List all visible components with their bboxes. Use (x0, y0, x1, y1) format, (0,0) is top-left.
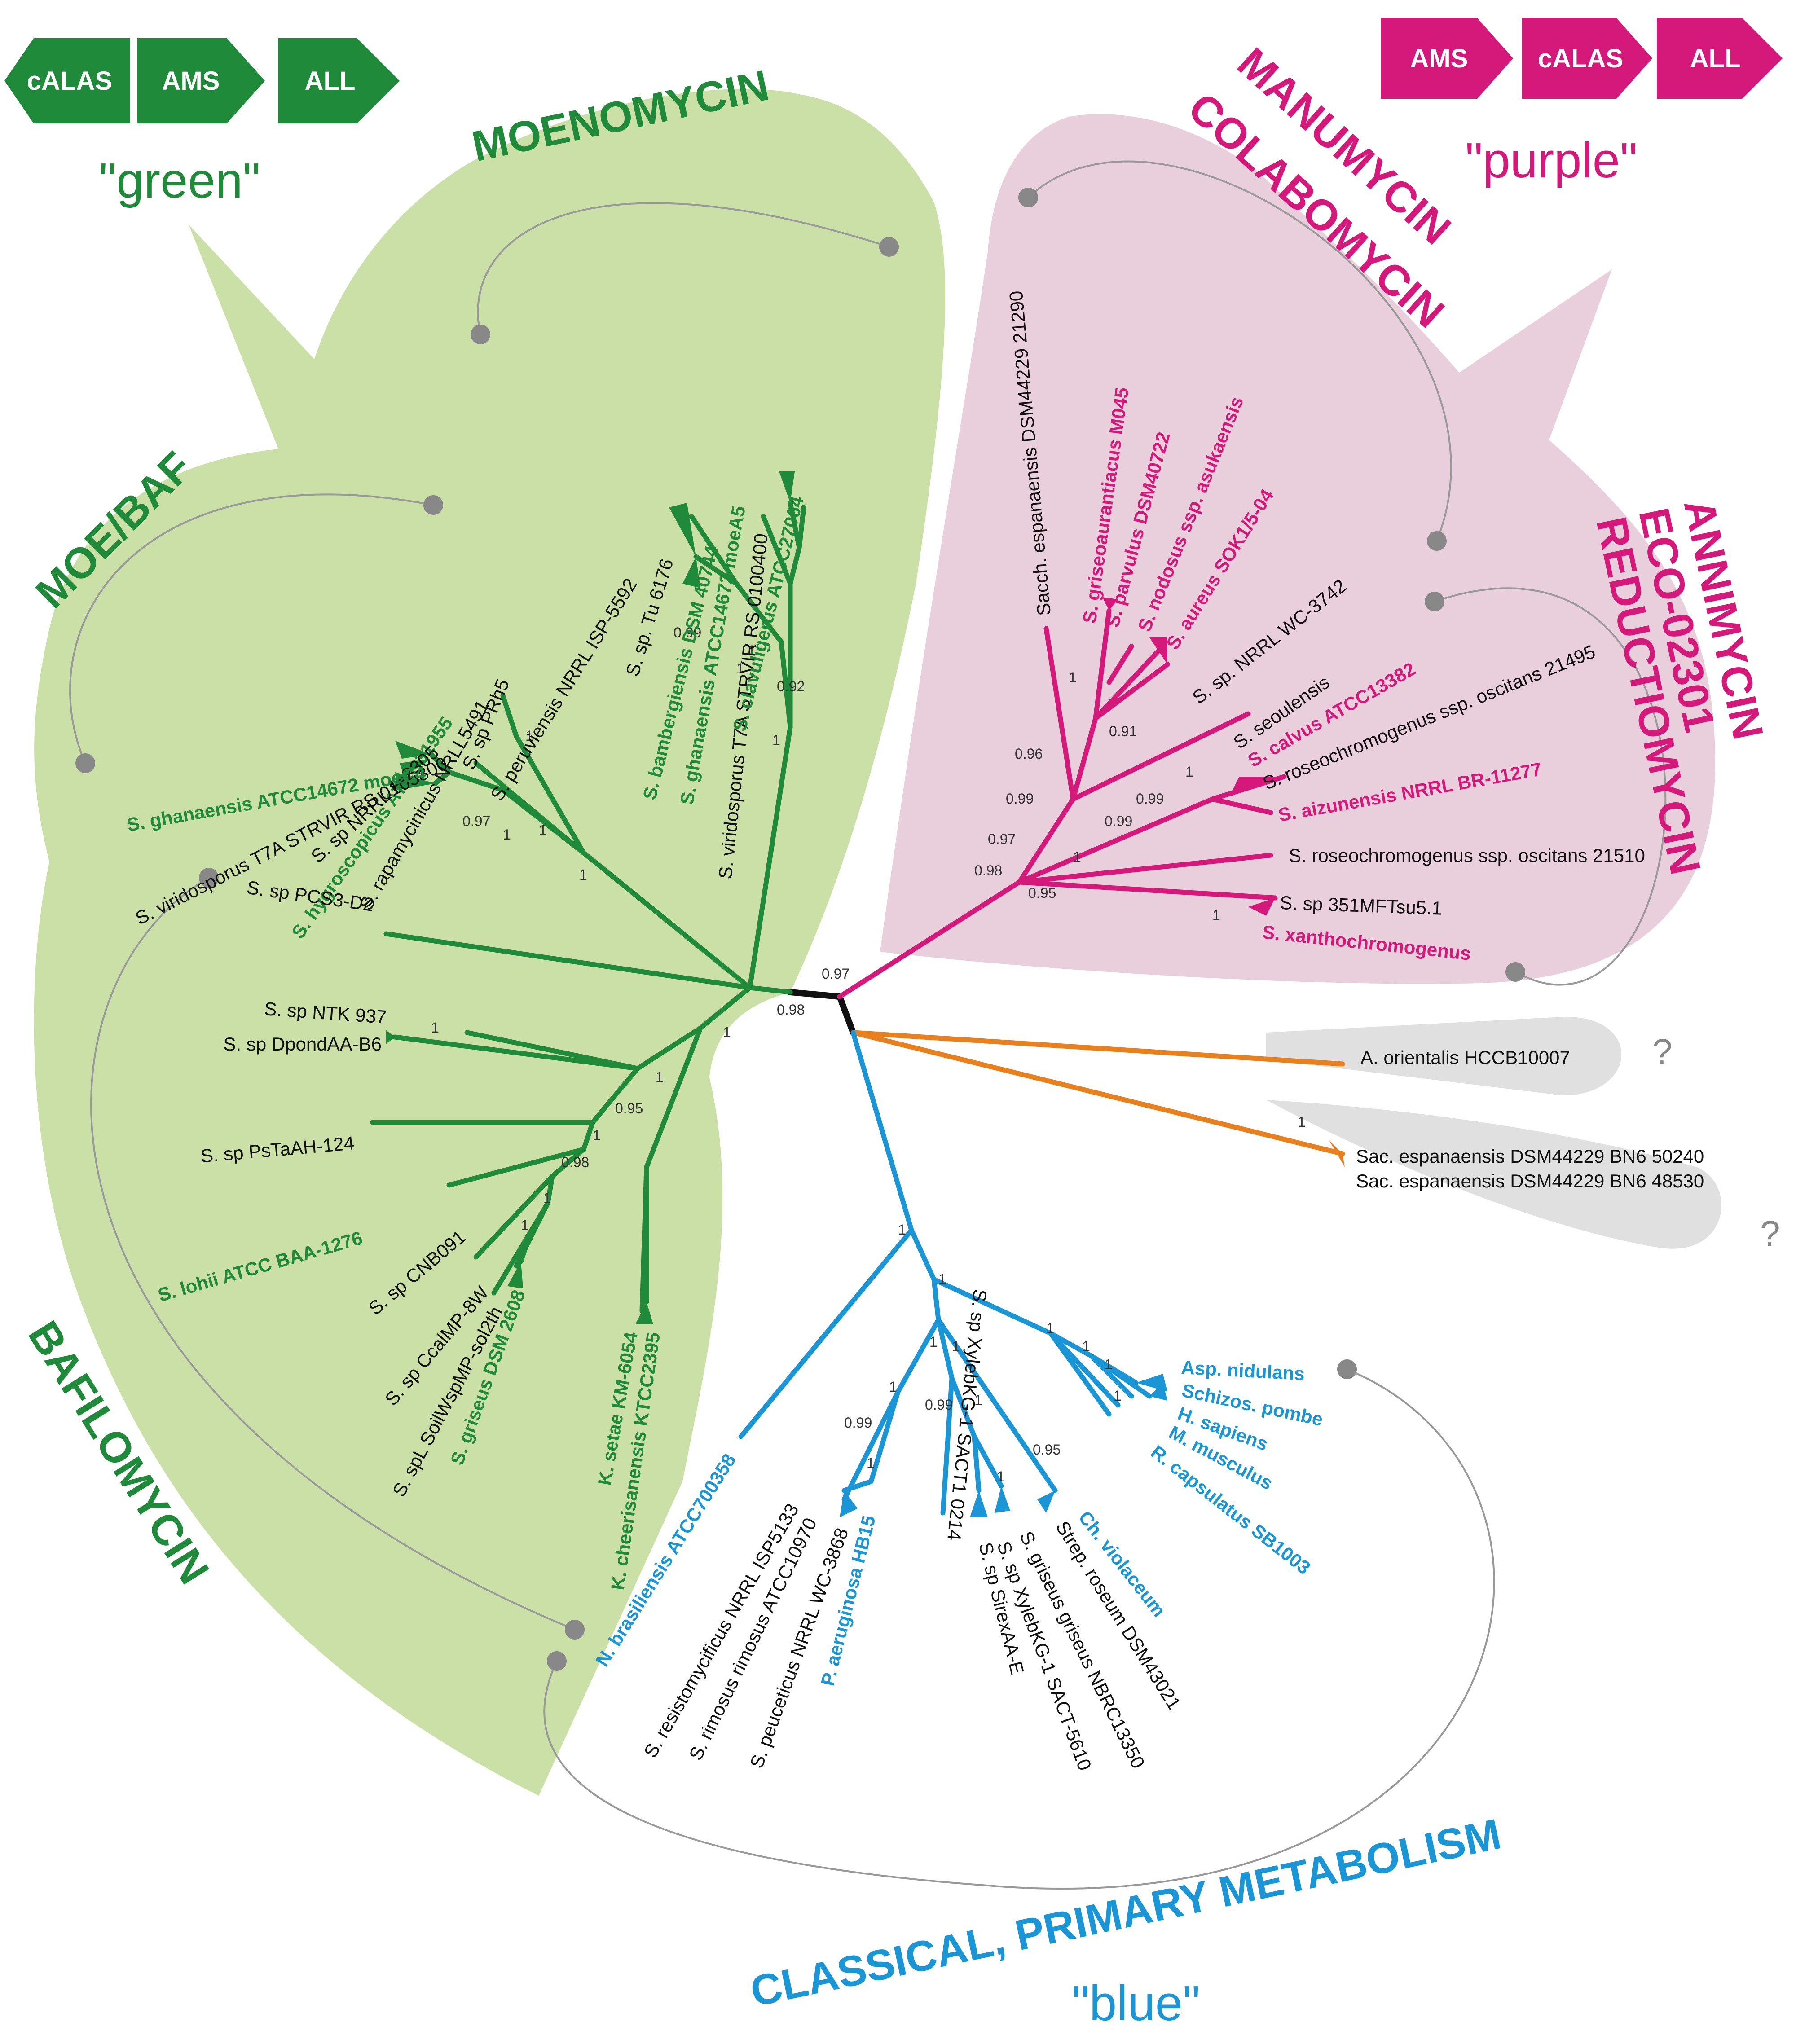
green-arrow-calas (4, 38, 130, 123)
svg-text:1: 1 (1073, 849, 1081, 865)
green-arrow-ams (137, 38, 265, 123)
svg-text:1: 1 (736, 660, 744, 677)
svg-text:1: 1 (974, 1392, 982, 1408)
purple-wedges (1102, 597, 1284, 916)
svg-text:0.97: 0.97 (988, 831, 1016, 847)
blue-wedges (840, 1374, 1167, 1517)
green-arrow-all-label: ALL (305, 66, 356, 96)
taxon-label: Sac. espanaensis DSM44229 BN6 50240 (1356, 1146, 1704, 1167)
purple-legend-name: "purple" (1465, 133, 1638, 188)
taxon-label: Asp. nidulans (1181, 1357, 1305, 1384)
taxon-label: A. orientalis HCCB10007 (1360, 1047, 1570, 1068)
svg-text:1: 1 (1069, 669, 1077, 686)
green-arrow-all (278, 38, 400, 123)
svg-text:1: 1 (656, 1069, 664, 1085)
svg-text:1: 1 (997, 1468, 1005, 1485)
purple-arrow-ams-label: AMS (1410, 44, 1468, 73)
svg-text:1: 1 (1046, 1320, 1054, 1336)
svg-text:0.99: 0.99 (674, 624, 701, 641)
green-clade-region (34, 89, 946, 1796)
svg-text:0.99: 0.99 (1136, 791, 1164, 807)
taxon-label: S. sp DpondAA-B6 (223, 1033, 382, 1055)
purple-arrow-calas (1522, 18, 1652, 99)
svg-text:1: 1 (1298, 1114, 1306, 1130)
taxon-label: Sac. espanaensis DSM44229 BN6 48530 (1356, 1170, 1704, 1191)
clade-dots (75, 188, 1525, 1671)
blue-legend-name: "blue" (1072, 1976, 1200, 2031)
green-legend-name: "green" (99, 153, 260, 208)
purple-branches (837, 608, 1287, 999)
green-branches (370, 500, 806, 1314)
svg-text:1: 1 (1105, 1356, 1113, 1372)
svg-text:1: 1 (1082, 1338, 1090, 1354)
purple-arrow-all (1657, 18, 1783, 99)
svg-text:0.95: 0.95 (615, 1100, 643, 1117)
green-wedges (386, 471, 795, 1324)
svg-text:0.99: 0.99 (1105, 813, 1132, 829)
green-arrow-ams-label: AMS (162, 66, 220, 96)
svg-text:1: 1 (1212, 907, 1220, 923)
svg-text:0.98: 0.98 (561, 1154, 589, 1170)
svg-text:0.99: 0.99 (925, 1397, 953, 1413)
svg-text:0.92: 0.92 (777, 678, 805, 695)
green-arrow-calas-label: cALAS (27, 66, 112, 96)
purple-legend: AMS cALAS ALL "purple" (1381, 18, 1783, 188)
svg-text:0.95: 0.95 (1028, 885, 1056, 901)
svg-text:1: 1 (543, 1190, 551, 1206)
svg-text:0.95: 0.95 (1033, 1442, 1061, 1458)
svg-text:0.97: 0.97 (462, 813, 490, 829)
svg-text:1: 1 (431, 1020, 439, 1036)
purple-arrow-all-label: ALL (1690, 44, 1741, 73)
svg-text:1: 1 (867, 1455, 875, 1471)
svg-text:0.96: 0.96 (1015, 746, 1043, 762)
question-mark-orientalis: ? (1652, 1032, 1673, 1072)
svg-text:1: 1 (1185, 764, 1193, 780)
svg-text:1: 1 (525, 728, 533, 744)
svg-text:1: 1 (952, 1338, 960, 1354)
svg-text:0.98: 0.98 (974, 862, 1002, 879)
svg-text:1: 1 (521, 1217, 529, 1233)
svg-text:1: 1 (1114, 1388, 1122, 1404)
svg-text:1: 1 (938, 1271, 946, 1287)
green-legend: cALAS AMS ALL "green" (4, 38, 400, 208)
blue-branches (738, 1030, 1152, 1516)
svg-text:1: 1 (539, 822, 547, 838)
gray-region-orientalis (1266, 1016, 1622, 1095)
support-root-green: 0.98 (777, 1002, 805, 1018)
svg-text:1: 1 (593, 1127, 601, 1143)
taxon-label: S. roseochromogenus ssp. oscitans 21510 (1289, 845, 1645, 866)
svg-text:1: 1 (898, 1222, 906, 1238)
orange-taxa: A. orientalis HCCB10007 Sac. espanaensis… (1356, 1047, 1704, 1191)
support-root-purple: 0.97 (822, 966, 850, 982)
svg-text:1: 1 (889, 1379, 897, 1395)
svg-text:0.99: 0.99 (1006, 791, 1034, 807)
svg-text:1: 1 (723, 1024, 731, 1040)
orange-wedge (1329, 1140, 1345, 1167)
purple-arrow-calas-label: cALAS (1538, 44, 1623, 73)
question-mark-sac: ? (1760, 1213, 1780, 1253)
gray-region-sac (1266, 1100, 1721, 1249)
svg-text:0.91: 0.91 (1109, 723, 1137, 739)
svg-text:1: 1 (503, 826, 511, 843)
purple-arrow-ams (1381, 18, 1513, 99)
clade-arcs (69, 160, 1667, 1890)
purple-clade-region (880, 114, 1715, 984)
svg-text:1: 1 (579, 867, 587, 883)
svg-text:1: 1 (748, 642, 756, 659)
svg-text:1: 1 (929, 1334, 938, 1350)
orange-branches (850, 1030, 1345, 1156)
svg-text:0.99: 0.99 (844, 1415, 872, 1431)
svg-text:1: 1 (772, 732, 780, 748)
support-values: 0.97 0.98 0.99 1 1 0.92 1 1 0.97 1 1 1 1… (431, 624, 1306, 1485)
